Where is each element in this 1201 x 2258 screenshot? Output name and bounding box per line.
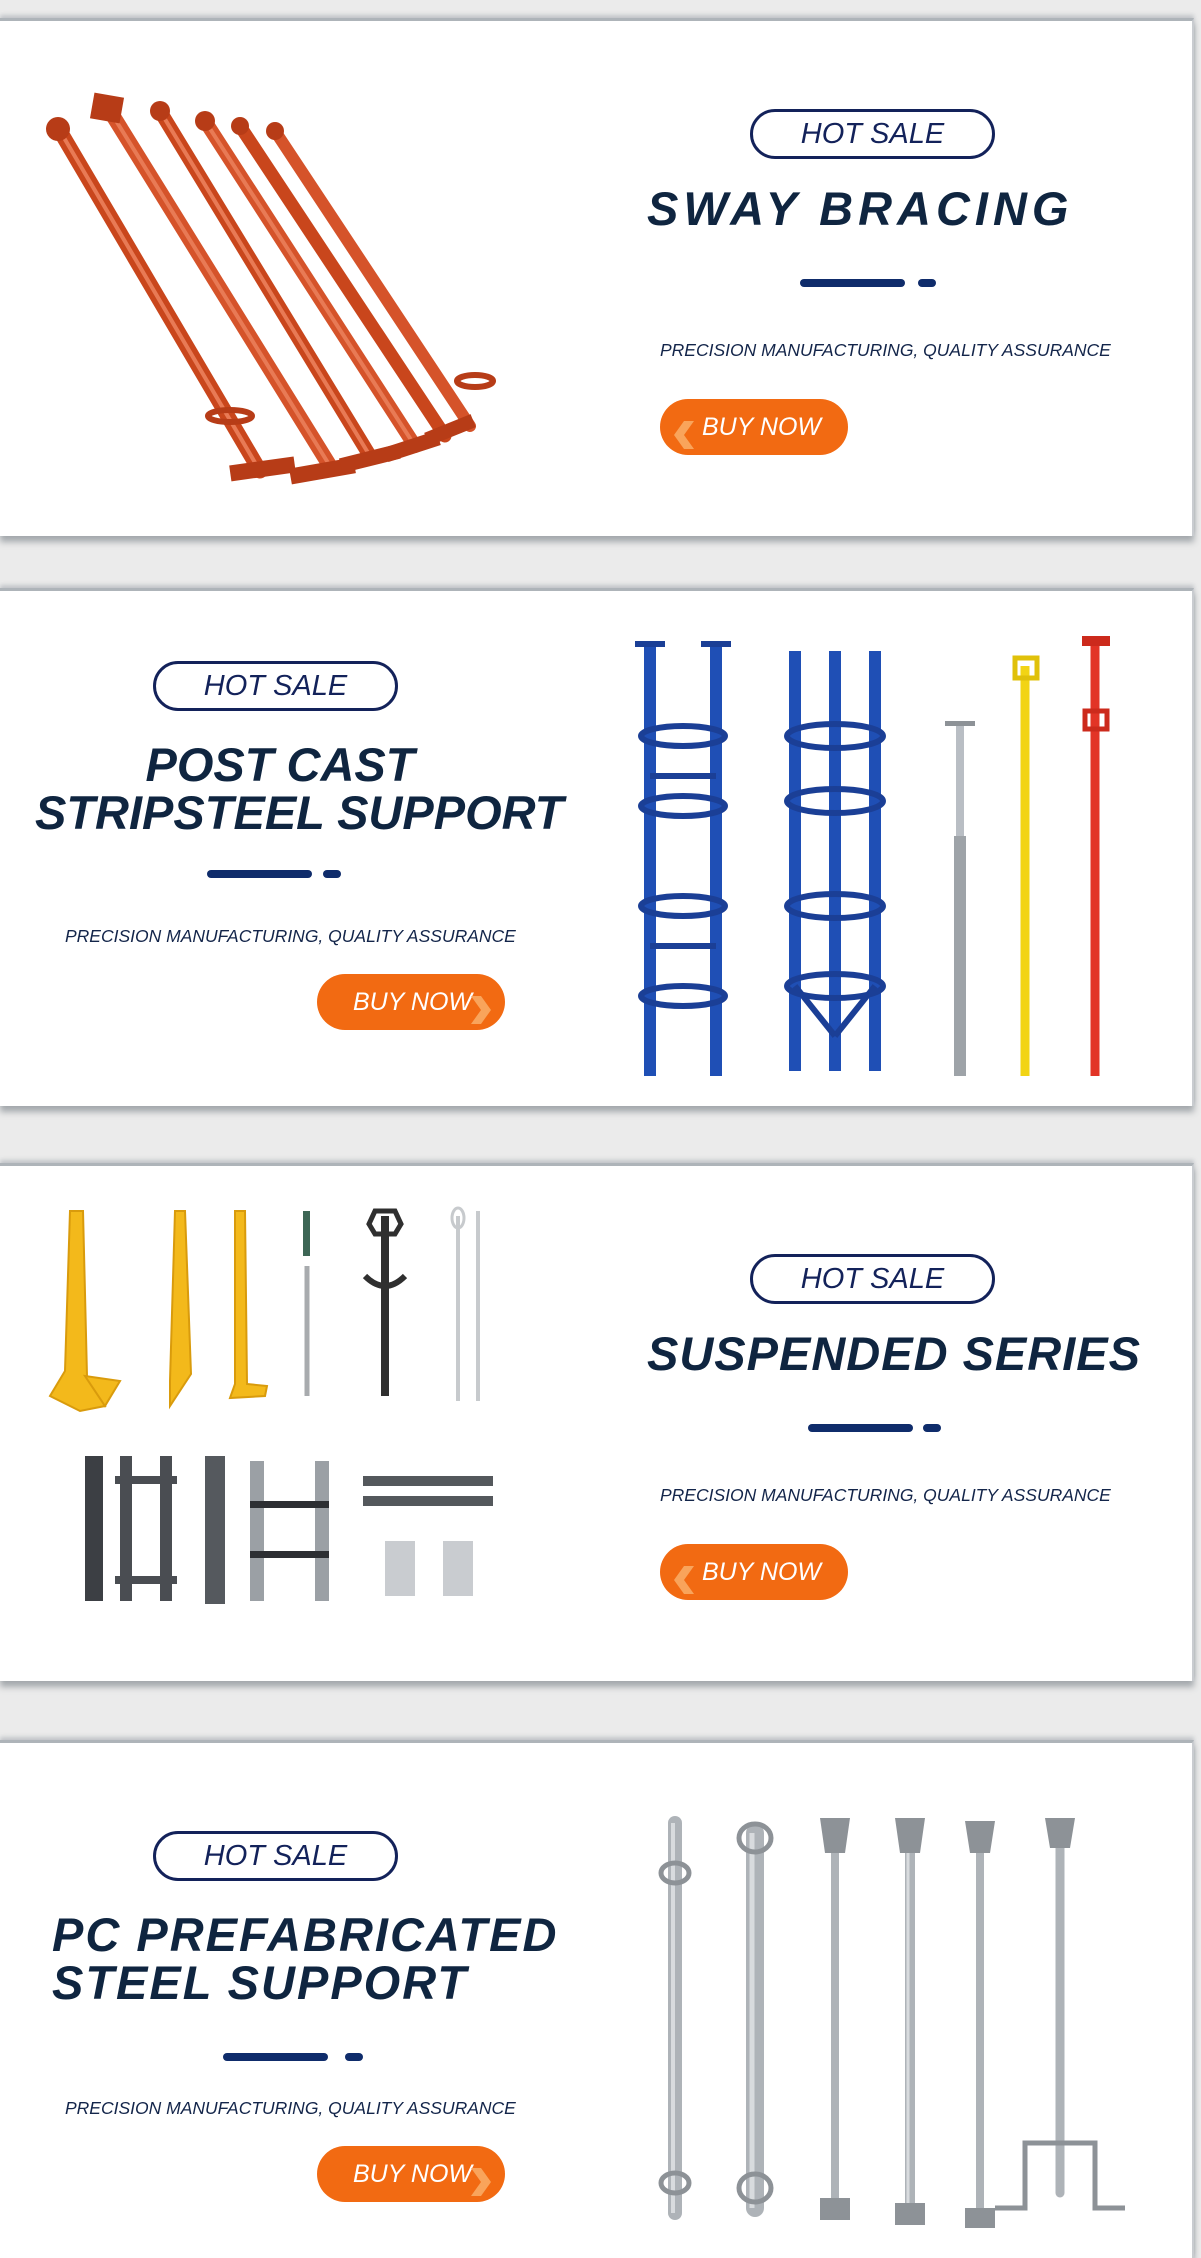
buy-now-label: BUY NOW <box>702 1558 821 1586</box>
banner-subtitle: PRECISION MANUFACTURING, QUALITY ASSURAN… <box>65 2098 516 2118</box>
divider-short <box>923 1424 941 1432</box>
buy-now-label: BUY NOW <box>353 2160 472 2188</box>
buy-now-button[interactable]: BUY NOW <box>660 1544 848 1600</box>
text-block: HOT SALE PC PREFABRICATED STEEL SUPPORT … <box>0 1743 560 2258</box>
title-line: SWAY BRACING <box>647 182 1074 235</box>
title-line: POST CAST <box>145 738 415 791</box>
divider-long <box>808 1424 913 1432</box>
chevron-left-icon <box>674 1558 696 1594</box>
hot-sale-badge: HOT SALE <box>750 109 995 159</box>
prefabricated-steel-support-image <box>640 1813 1140 2243</box>
buy-now-button[interactable]: BUY NOW <box>660 399 848 455</box>
divider-long <box>207 870 312 878</box>
buy-now-button[interactable]: BUY NOW <box>317 2146 505 2202</box>
chevron-right-icon <box>469 988 491 1024</box>
text-block: HOT SALE POST CAST STRIPSTEEL SUPPORT PR… <box>0 591 564 1106</box>
divider-long <box>223 2053 328 2061</box>
title-line: PC PREFABRICATED <box>52 1908 559 1961</box>
sway-bracing-image <box>30 81 530 521</box>
hot-sale-badge: HOT SALE <box>750 1254 995 1304</box>
stripsteel-support-image <box>620 636 1140 1086</box>
banner-stripsteel-support: HOT SALE POST CAST STRIPSTEEL SUPPORT PR… <box>0 588 1194 1106</box>
banner-subtitle: PRECISION MANUFACTURING, QUALITY ASSURAN… <box>660 340 1111 360</box>
buy-now-label: BUY NOW <box>353 988 472 1016</box>
banner-title: POST CAST STRIPSTEEL SUPPORT <box>35 738 564 839</box>
hot-sale-badge: HOT SALE <box>153 661 398 711</box>
banner-prefabricated-steel-support: HOT SALE PC PREFABRICATED STEEL SUPPORT … <box>0 1740 1194 2258</box>
text-block: HOT SALE SWAY BRACING PRECISION MANUFACT… <box>620 21 1180 536</box>
buy-now-label: BUY NOW <box>702 413 821 441</box>
chevron-left-icon <box>674 413 696 449</box>
banner-subtitle: PRECISION MANUFACTURING, QUALITY ASSURAN… <box>660 1485 1111 1505</box>
suspended-series-image <box>45 1206 505 1651</box>
buy-now-button[interactable]: BUY NOW <box>317 974 505 1030</box>
banner-sway-bracing: HOT SALE SWAY BRACING PRECISION MANUFACT… <box>0 18 1194 536</box>
banner-title: SWAY BRACING <box>647 181 1073 236</box>
hot-sale-badge: HOT SALE <box>153 1831 398 1881</box>
title-line: STRIPSTEEL SUPPORT <box>35 786 564 839</box>
divider-short <box>918 279 936 287</box>
title-line: SUSPENDED SERIES <box>647 1327 1141 1380</box>
banner-title: SUSPENDED SERIES <box>647 1326 1141 1381</box>
chevron-right-icon <box>469 2160 491 2196</box>
banner-suspended-series: HOT SALE SUSPENDED SERIES PRECISION MANU… <box>0 1163 1194 1681</box>
divider-short <box>323 870 341 878</box>
banner-subtitle: PRECISION MANUFACTURING, QUALITY ASSURAN… <box>65 926 516 946</box>
title-line: STEEL SUPPORT <box>52 1956 469 2009</box>
banner-title: PC PREFABRICATED STEEL SUPPORT <box>52 1911 558 2007</box>
text-block: HOT SALE SUSPENDED SERIES PRECISION MANU… <box>620 1166 1180 1681</box>
divider-short <box>345 2053 363 2061</box>
divider-long <box>800 279 905 287</box>
